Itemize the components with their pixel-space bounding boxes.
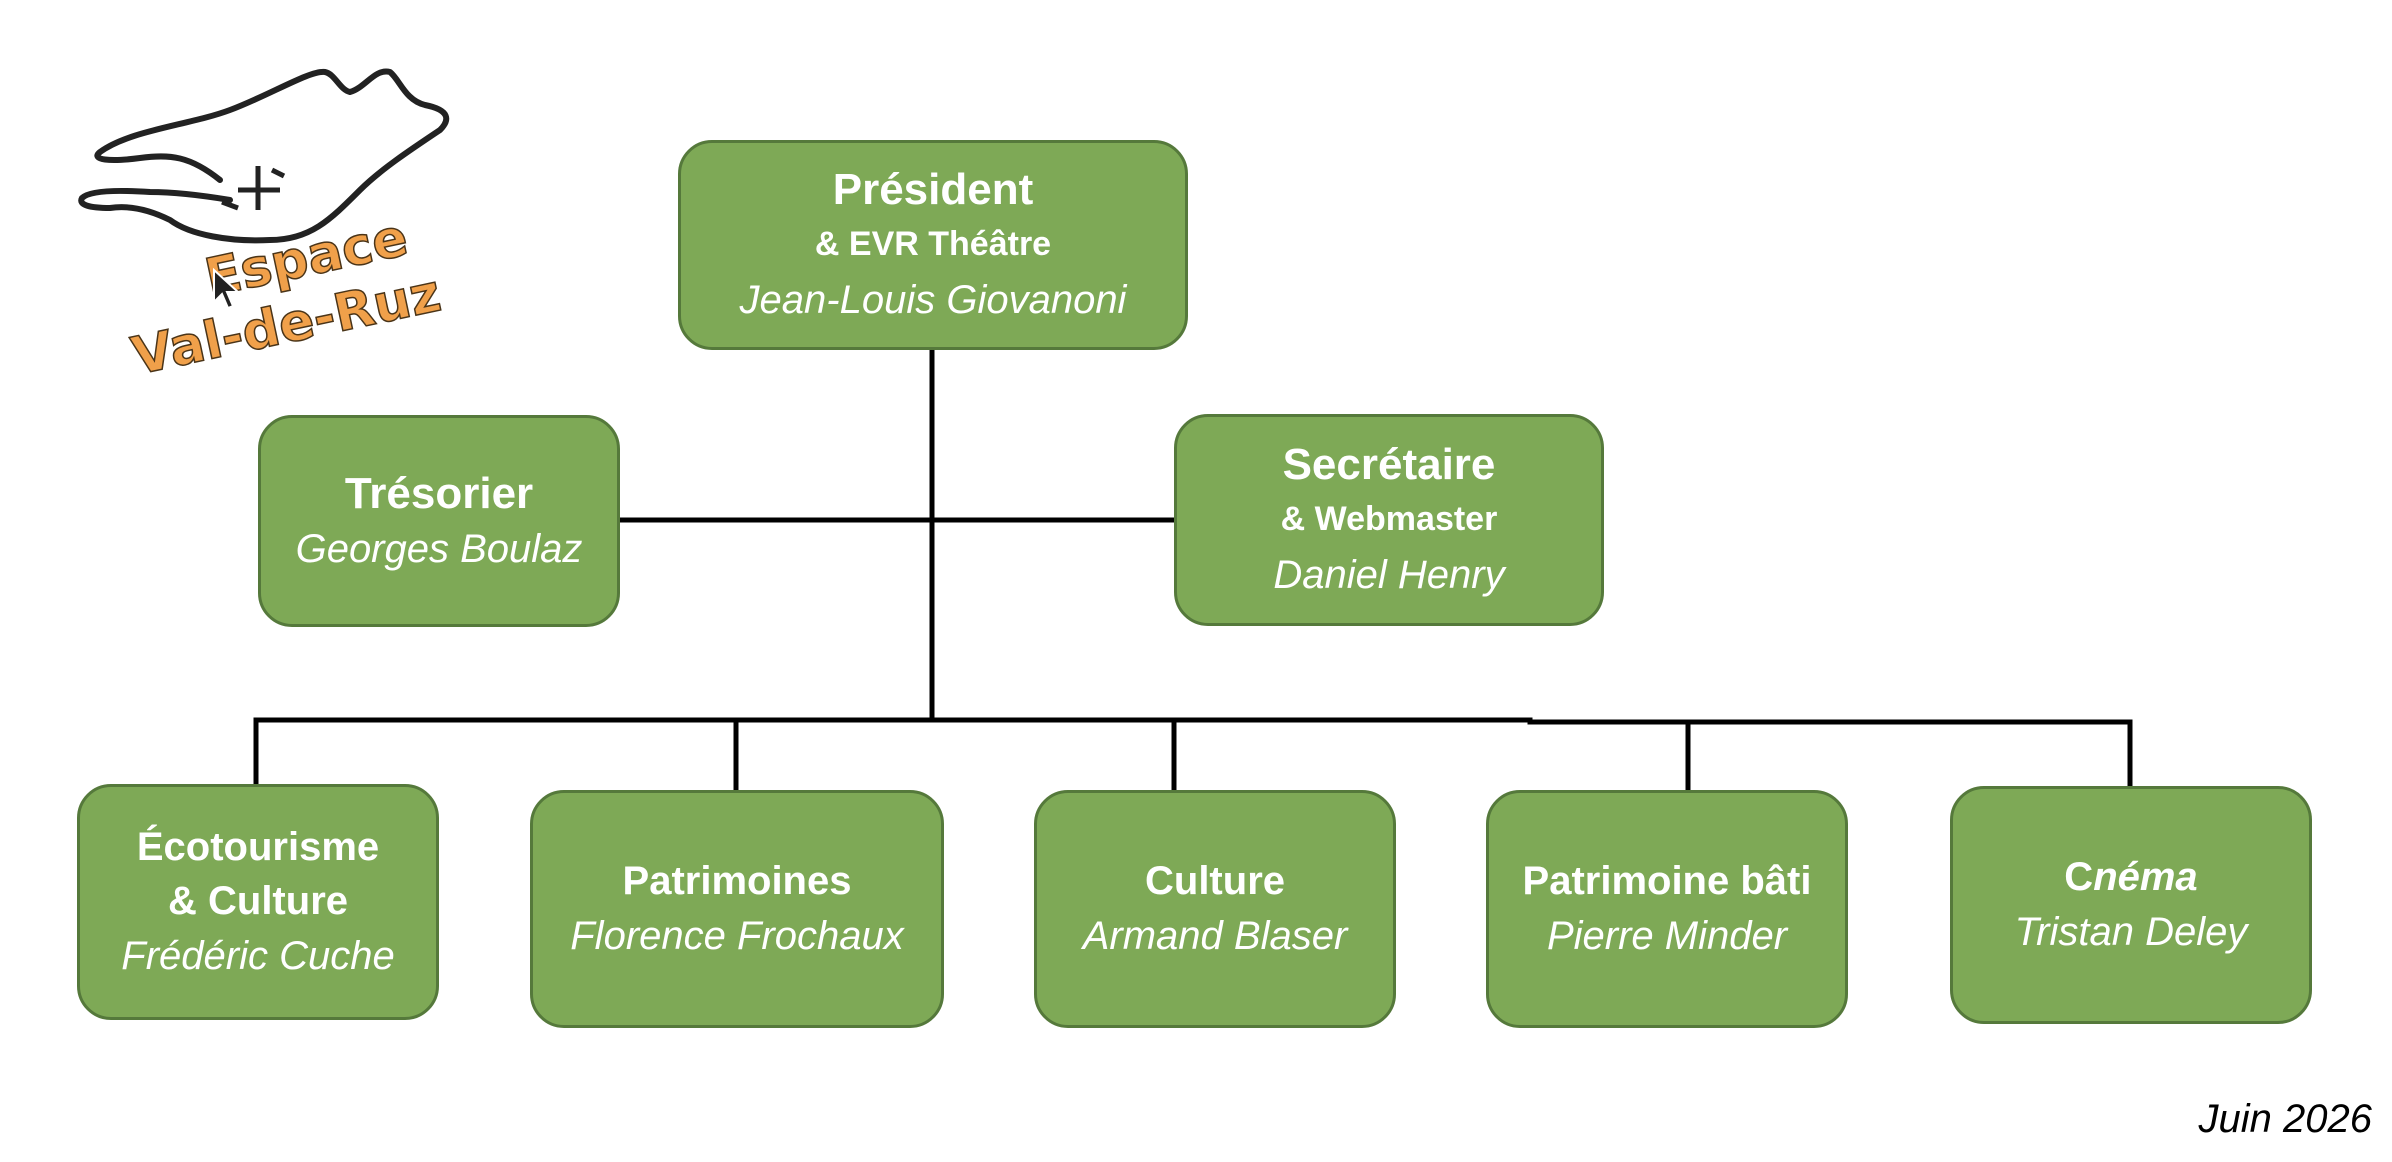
tresorier-name: Georges Boulaz <box>295 526 583 571</box>
date-label: Juin 2026 <box>2198 1097 2372 1141</box>
cinema-box: Cnéma Tristan Deley <box>1950 786 2312 1024</box>
tresorier-role: Trésorier <box>344 468 534 518</box>
patrimoines-box: Patrimoines Florence Frochaux <box>530 790 944 1028</box>
ecotourisme-role-line1: Écotourisme <box>136 825 380 869</box>
president-name: Jean-Louis Giovanoni <box>739 277 1127 322</box>
culture-box: Culture Armand Blaser <box>1034 790 1396 1028</box>
patrimoine-bati-box: Patrimoine bâti Pierre Minder <box>1486 790 1848 1028</box>
sparkle-icon <box>221 166 286 211</box>
culture-role: Culture <box>1145 859 1285 903</box>
patrimoines-role: Patrimoines <box>622 859 852 903</box>
president-extra: & EVR Théâtre <box>814 225 1052 264</box>
cinema-role-rest: néma <box>2093 855 2198 899</box>
secretaire-name: Daniel Henry <box>1273 552 1505 597</box>
secretaire-role: Secrétaire <box>1282 440 1496 490</box>
patrimoine-bati-name: Pierre Minder <box>1546 914 1788 958</box>
tresorier-box: Trésorier Georges Boulaz <box>258 415 620 627</box>
cinema-role-prefix: C <box>2064 855 2094 899</box>
president-role: Président <box>832 165 1034 215</box>
patrimoine-bati-role: Patrimoine bâti <box>1522 859 1812 903</box>
ecotourisme-role-line2: & Culture <box>168 879 348 923</box>
mountain-landscape-icon: Espace Val-de-Ruz <box>78 68 450 388</box>
ecotourisme-box: Écotourisme & Culture Frédéric Cuche <box>77 784 439 1020</box>
patrimoines-name: Florence Frochaux <box>570 914 904 958</box>
mouse-cursor-icon <box>213 268 240 310</box>
ecotourisme-name: Frédéric Cuche <box>121 934 395 978</box>
secretaire-extra: & Webmaster <box>1280 500 1498 539</box>
cinema-name: Tristan Deley <box>2014 910 2248 954</box>
cinema-role: Cnéma <box>2064 850 2197 904</box>
secretaire-box: Secrétaire & Webmaster Daniel Henry <box>1174 414 1604 626</box>
espace-val-de-ruz-logo: Espace Val-de-Ruz <box>70 60 520 388</box>
president-box: Président & EVR Théâtre Jean-Louis Giova… <box>678 140 1188 350</box>
culture-name: Armand Blaser <box>1082 914 1348 958</box>
